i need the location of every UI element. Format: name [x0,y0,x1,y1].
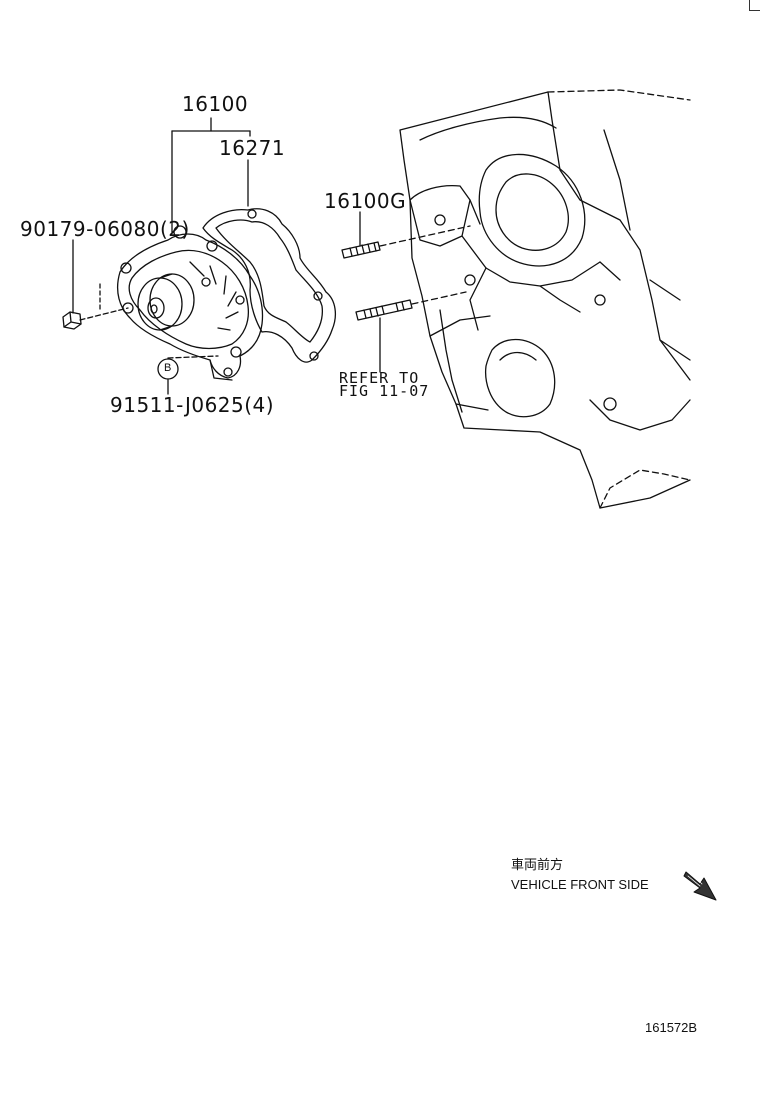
frame-corner-mark [749,0,760,11]
diagram-code: 161572B [645,1020,698,1035]
stud-bolt-lower [355,291,467,373]
direction-label-japanese: 車両前方 [511,857,564,872]
bolt-callout-circle [157,358,179,380]
gasket-16271 [202,208,337,363]
refer-note-line1: REFER TO [339,369,420,387]
direction-label-english: VEHICLE FRONT SIDE [511,877,649,892]
part-number-16100g: 16100G [324,189,407,213]
part-90179-leader [72,239,129,321]
part-number-90179: 90179-06080(2) [20,217,190,241]
part-number-16271: 16271 [219,136,286,160]
nut-90179 [62,311,82,330]
bolt-callout-letter: B [164,362,172,374]
front-direction-arrow-icon [683,871,717,901]
refer-note-line2: FIG 11-07 [339,382,430,400]
part-number-91511: 91511-J0625(4) [110,393,275,417]
timing-cover [399,89,691,509]
part-91511-leader [167,355,219,395]
part-number-16100: 16100 [182,92,249,116]
water-pump-16100 [116,225,264,381]
part-16100-leader [171,117,251,233]
stud-bolt-upper [341,225,471,259]
